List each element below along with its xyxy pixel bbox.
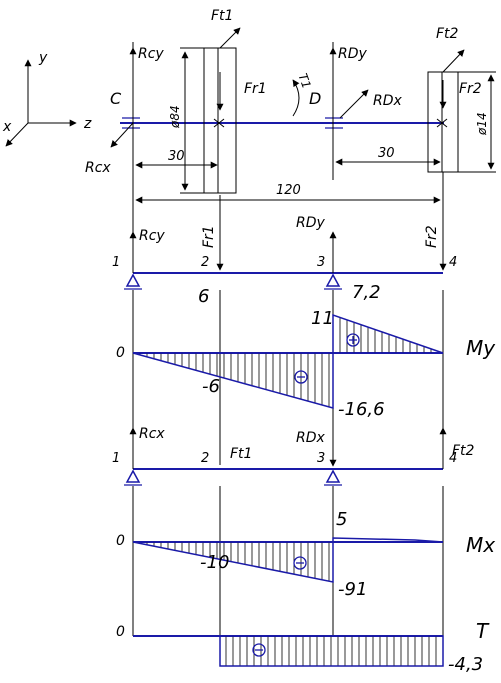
my-minus-6: -6 (202, 376, 220, 397)
mx-diagram: 0 -10 5 -91 Mx (116, 486, 495, 636)
my-minus-166: -16,6 (338, 399, 385, 420)
mx-minus-10: -10 (200, 552, 229, 573)
value-72: 7,2 (352, 282, 381, 303)
label-fr1-top: Fr1 (244, 81, 267, 97)
section-1-label-b: 1 (112, 451, 120, 466)
t-title: T (476, 619, 490, 643)
t-minus-sign-icon (252, 643, 266, 657)
support-d-1 (324, 273, 342, 290)
dim-30-left-label: 30 (168, 149, 185, 164)
mx-minus-91: -91 (338, 579, 367, 600)
section-1-label-a: 1 (112, 255, 120, 270)
label-rdx-top: RDx (373, 93, 403, 109)
label-ft2-beam: Ft2 (452, 443, 475, 459)
mx-5: 5 (336, 509, 347, 530)
torque-t1-arc (292, 79, 300, 117)
support-d-2 (324, 469, 342, 486)
label-point-c: C (110, 89, 122, 108)
axis-label-y: y (38, 50, 48, 66)
dim-120-label: 120 (276, 183, 301, 198)
label-fr1-beam: Fr1 (201, 225, 217, 248)
section-4-label-b: 4 (449, 451, 457, 466)
label-ft1-top: Ft1 (211, 8, 233, 24)
support-c-2 (124, 469, 142, 486)
section-2-label-b: 2 (201, 451, 209, 466)
t-hatch (225, 636, 437, 666)
label-rdy-top: RDy (338, 46, 368, 62)
dim-30-right-label: 30 (378, 146, 395, 161)
section-3-label-b: 3 (317, 451, 325, 466)
label-rcy-top: Rcy (138, 46, 164, 62)
label-fr2-beam: Fr2 (424, 225, 440, 248)
label-t1: T1 (295, 72, 313, 91)
beam-vertical-plane: Rcy Fr1 RDy Fr2 1 2 3 4 6 7,2 (112, 215, 457, 307)
rdx-arrow (339, 89, 369, 119)
my-title: My (466, 336, 496, 360)
x-axis-arrow (5, 122, 29, 147)
t-minus-43: -4,3 (448, 654, 483, 675)
my-hatch (139, 317, 432, 407)
axis-label-z: z (83, 116, 92, 132)
label-fr2-top: Fr2 (459, 81, 482, 97)
section-4-label-a: 4 (449, 255, 457, 270)
t-zero: 0 (116, 624, 125, 640)
bearing-c (122, 117, 140, 129)
mx-negative-area (132, 541, 334, 583)
section-3-label-a: 3 (317, 255, 325, 270)
torque-diagram: 0 -4,3 T (116, 619, 490, 675)
label-point-d: D (309, 89, 321, 108)
my-diagram: 0 -6 11 -16,6 My (116, 290, 496, 465)
my-11: 11 (311, 308, 334, 329)
label-rcy-beam: Rcy (139, 228, 165, 244)
mx-hatch (139, 542, 330, 582)
axis-label-x: x (2, 119, 12, 135)
label-rcx-top: Rcx (85, 160, 111, 176)
coordinate-axes: y x z (2, 50, 92, 147)
my-positive-area (332, 313, 444, 354)
mx-zero: 0 (116, 533, 125, 549)
ft2-arrow (442, 49, 465, 73)
my-minus-sign-icon (294, 370, 308, 384)
shaft-schematic: Rcy Rcx C Ft1 Fr1 T1 RDy RDx D Ft2 Fr2 ø… (85, 8, 496, 262)
my-zero: 0 (116, 345, 125, 361)
label-rcx-beam: Rcx (139, 426, 165, 442)
section-2-label-a: 2 (201, 255, 209, 270)
support-c-1 (124, 273, 142, 290)
t-negative-area (219, 635, 444, 667)
gear-1-body (203, 47, 237, 194)
label-rdy-beam: RDy (296, 215, 326, 231)
mx-title: Mx (466, 533, 495, 557)
ft1-arrow (219, 27, 241, 49)
mx-minus-sign-icon (293, 556, 307, 570)
label-ft2-top: Ft2 (436, 26, 459, 42)
my-negative-area (132, 352, 334, 409)
dim-d84-label: ø84 (168, 105, 182, 129)
label-rdx-beam: RDx (296, 430, 326, 446)
value-6-top: 6 (198, 286, 209, 307)
rcx-arrow (110, 122, 134, 148)
label-ft1-beam: Ft1 (230, 446, 252, 462)
beam-horizontal-plane: Rcx RDx Ft2 Ft1 1 2 3 4 (112, 426, 475, 486)
my-plus-sign-icon (346, 333, 360, 347)
dim-d14-label: ø14 (475, 112, 489, 136)
mx-positive-area (332, 537, 444, 543)
